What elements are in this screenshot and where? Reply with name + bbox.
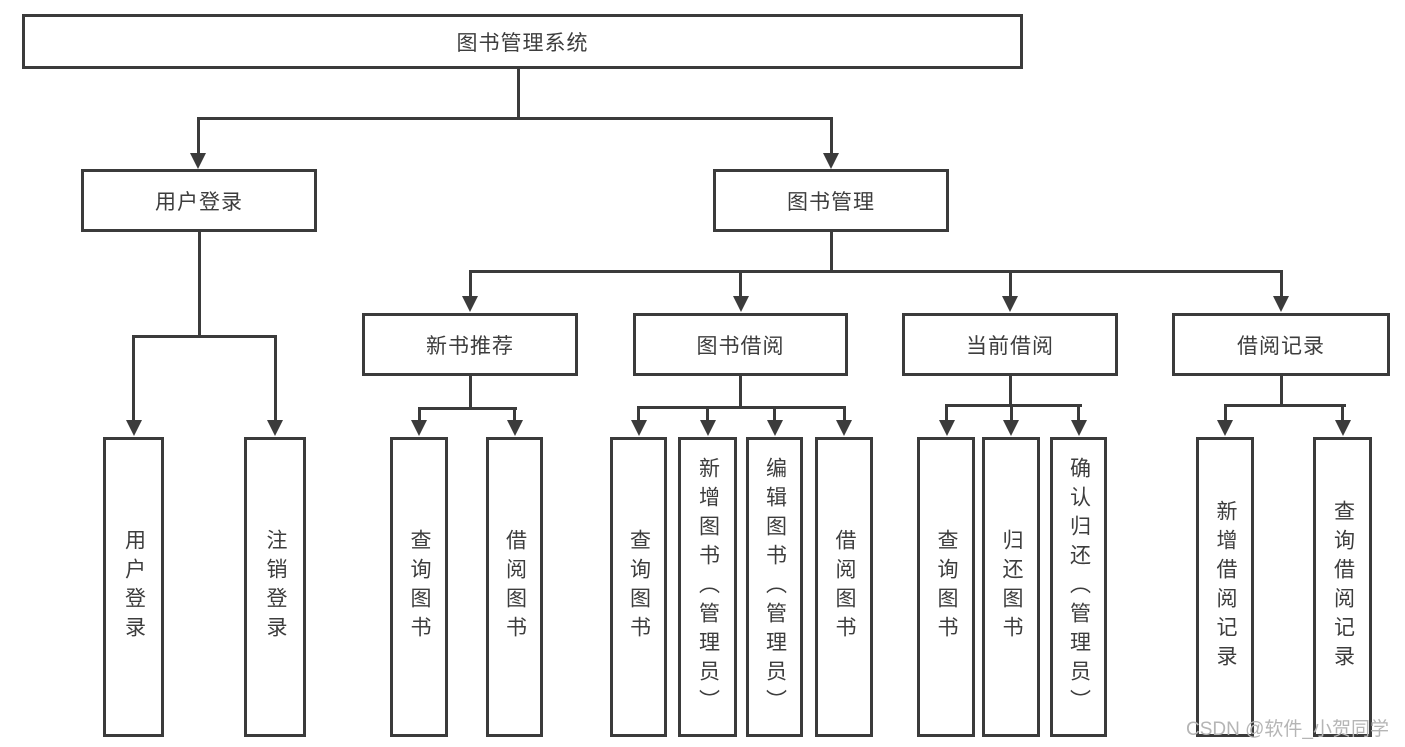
- leaf-newbook-query: 查询图书: [390, 437, 448, 737]
- arrow-to-record-add: [1217, 405, 1233, 436]
- node-book-borrowing: 图书借阅: [633, 313, 848, 376]
- leaf-newbook-borrow-label: 借阅图书: [503, 529, 527, 645]
- node-book-management-label: 图书管理: [787, 190, 875, 214]
- node-library-system-label: 图书管理系统: [456, 31, 589, 55]
- csdn-watermark: CSDN @软件_小贺同学: [1186, 719, 1389, 740]
- connector-new-book-crossbar: [417, 406, 517, 410]
- leaf-current-return-label: 归还图书: [1000, 529, 1023, 645]
- node-library-system: 图书管理系统: [22, 14, 1023, 69]
- node-current-borrowing: 当前借阅: [902, 313, 1118, 376]
- arrow-to-book-borrowing: [732, 271, 749, 312]
- leaf-current-query: 查询图书: [917, 437, 975, 737]
- connector-user-login-crossbar: [132, 334, 277, 338]
- leaf-user-login: 用户登录: [103, 437, 164, 737]
- leaf-current-return: 归还图书: [982, 437, 1040, 737]
- leaf-borrow-add-admin-label: 新增图书（管理员）: [696, 456, 720, 718]
- leaf-newbook-borrow: 借阅图书: [486, 437, 543, 737]
- arrow-to-newbook-query: [411, 408, 427, 436]
- connector-user-login-stem: [197, 232, 201, 336]
- connector-book-management-crossbar: [468, 269, 1283, 273]
- arrow-to-borrow-edit-admin: [766, 407, 783, 436]
- node-current-borrowing-label: 当前借阅: [966, 334, 1054, 358]
- node-new-book-recommend: 新书推荐: [362, 313, 578, 376]
- leaf-borrow-query-label: 查询图书: [627, 529, 651, 645]
- arrow-to-current-borrowing: [1002, 271, 1018, 312]
- arrow-to-record-query: [1334, 405, 1351, 436]
- leaf-borrow-book-label: 借阅图书: [833, 529, 856, 645]
- arrow-to-current-return: [1003, 405, 1019, 436]
- connector-current-borrowing-crossbar: [945, 403, 1082, 407]
- node-book-management: 图书管理: [713, 169, 949, 232]
- leaf-current-query-label: 查询图书: [935, 529, 958, 645]
- leaf-record-query-label: 查询借阅记录: [1331, 500, 1355, 674]
- leaf-current-confirm-admin: 确认归还（管理员）: [1050, 437, 1107, 737]
- leaf-logout: 注销登录: [244, 437, 306, 737]
- leaf-record-add-label: 新增借阅记录: [1214, 500, 1237, 674]
- node-user-login: 用户登录: [81, 169, 317, 232]
- arrow-to-borrow-add-admin: [699, 407, 716, 436]
- connector-book-borrowing-crossbar: [637, 405, 846, 409]
- connector-root-stem: [516, 69, 520, 118]
- leaf-newbook-query-label: 查询图书: [408, 529, 431, 645]
- leaf-borrow-add-admin: 新增图书（管理员）: [678, 437, 737, 737]
- connector-book-borrowing-stem: [739, 376, 742, 407]
- node-user-login-label: 用户登录: [155, 190, 243, 214]
- leaf-borrow-book: 借阅图书: [815, 437, 873, 737]
- leaf-borrow-edit-admin: 编辑图书（管理员）: [746, 437, 803, 737]
- arrow-to-borrow-book: [836, 407, 852, 436]
- leaf-borrow-query: 查询图书: [610, 437, 667, 737]
- leaf-current-confirm-admin-label: 确认归还（管理员）: [1067, 456, 1091, 718]
- arrow-to-borrow-query: [630, 407, 647, 436]
- connector-root-crossbar: [196, 116, 833, 120]
- connector-borrow-records-stem: [1279, 376, 1283, 405]
- arrow-to-newbook-borrow: [506, 408, 523, 436]
- connector-new-book-stem: [468, 376, 472, 408]
- node-borrow-records-label: 借阅记录: [1237, 334, 1325, 358]
- arrow-to-user-login: [190, 118, 206, 169]
- connector-book-management-stem: [829, 232, 833, 271]
- node-new-book-recommend-label: 新书推荐: [426, 334, 514, 358]
- node-borrow-records: 借阅记录: [1172, 313, 1390, 376]
- arrow-to-new-book-recommend: [462, 271, 478, 312]
- arrow-to-book-management: [823, 118, 839, 169]
- arrow-to-borrow-records: [1273, 271, 1289, 312]
- leaf-user-login-label: 用户登录: [122, 529, 146, 645]
- connector-current-borrowing-stem: [1008, 376, 1012, 405]
- arrow-to-current-query: [938, 405, 955, 436]
- connector-borrow-records-crossbar: [1223, 403, 1346, 407]
- leaf-record-add: 新增借阅记录: [1196, 437, 1254, 737]
- arrow-to-leaf-logout: [267, 336, 283, 436]
- leaf-borrow-edit-admin-label: 编辑图书（管理员）: [763, 456, 787, 718]
- node-book-borrowing-label: 图书借阅: [696, 334, 785, 358]
- leaf-logout-label: 注销登录: [264, 529, 287, 645]
- arrow-to-leaf-user-login: [125, 336, 142, 436]
- leaf-record-query: 查询借阅记录: [1313, 437, 1372, 737]
- arrow-to-current-confirm-admin: [1070, 405, 1087, 436]
